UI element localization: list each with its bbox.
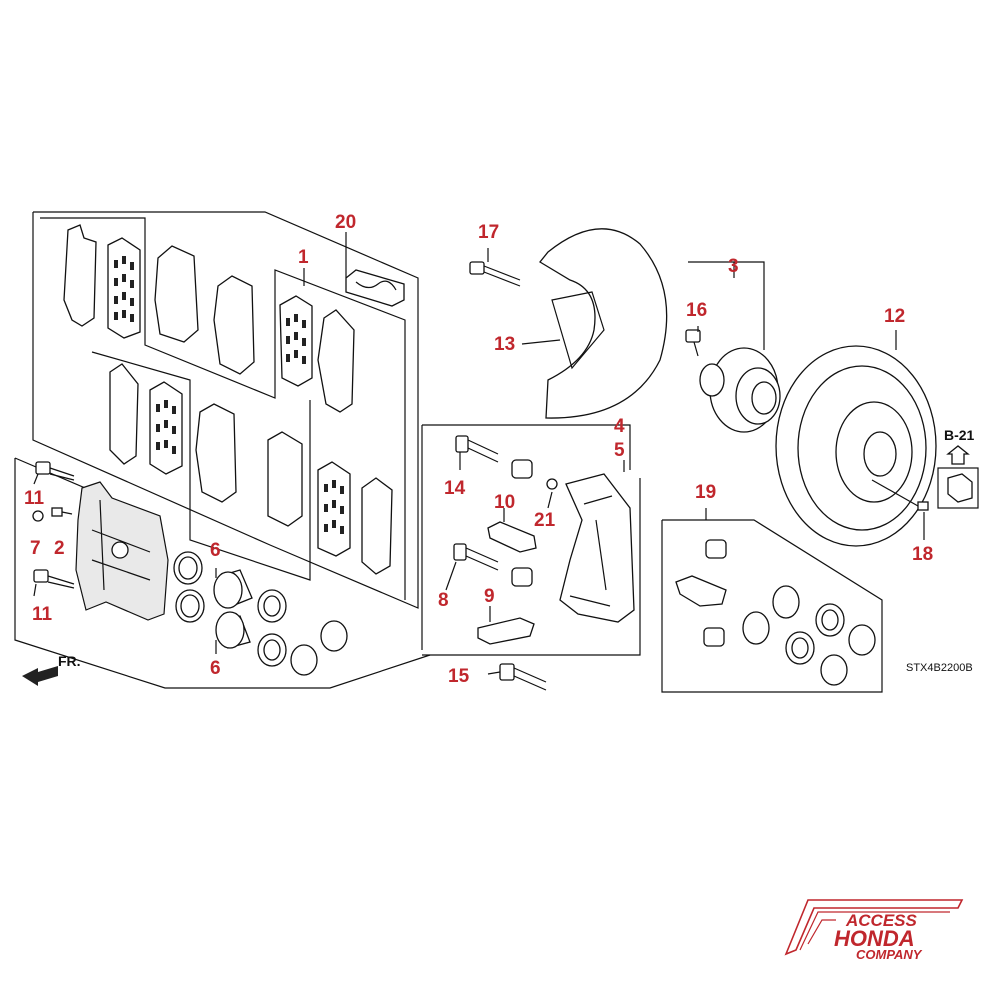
pad-spring-10 [487, 521, 537, 553]
callout-1: 1 [298, 247, 309, 268]
lug-nut-reference [937, 445, 979, 509]
callout-17: 17 [478, 222, 499, 243]
pistons-and-seals [173, 551, 348, 676]
caliper-bolt-upper [35, 461, 75, 481]
caliper-bracket [559, 473, 635, 623]
logo-line-honda: HONDA [834, 926, 915, 951]
callout-2: 2 [54, 538, 65, 559]
rotor-screw-18 [871, 479, 929, 511]
callout-14: 14 [444, 478, 466, 499]
caliper-bolt-lower [33, 569, 75, 589]
logo-line-company: COMPANY [856, 947, 923, 962]
hub-bolt-16 [685, 329, 701, 357]
shield-bolt-17 [469, 261, 521, 287]
front-label: FR. [58, 653, 81, 669]
pin-boots [511, 459, 533, 587]
callout-10: 10 [494, 492, 515, 513]
seal-kit-outline [661, 519, 883, 693]
callout-15: 15 [448, 666, 470, 687]
guide-pin-lower [453, 543, 499, 571]
pad-spring-9 [477, 617, 535, 645]
callout-6-upper: 6 [210, 540, 221, 561]
callout-21: 21 [534, 510, 556, 531]
bleeder-screw [51, 507, 73, 517]
callout-4: 4 [614, 416, 625, 437]
reference-label: B-21 [944, 427, 975, 443]
callout-20: 20 [335, 212, 356, 233]
logo-line-access: ACCESS [845, 911, 918, 930]
brake-pads-group [63, 224, 405, 575]
bracket-bolt-15 [499, 663, 547, 691]
brake-rotor [775, 345, 937, 547]
bracket-outline [421, 424, 641, 656]
callout-leaders [33, 232, 925, 675]
guide-pin-upper [455, 435, 499, 463]
callout-19: 19 [695, 482, 716, 503]
callout-18: 18 [912, 544, 933, 565]
seal-kit-parts [675, 539, 876, 686]
callout-12: 12 [884, 306, 905, 327]
drawing-code: STX4B2200B [906, 662, 973, 674]
bushing-21 [546, 478, 558, 490]
callout-9: 9 [484, 586, 495, 607]
callout-13: 13 [494, 334, 515, 355]
splash-shield [539, 228, 668, 419]
wheel-hub [699, 347, 781, 433]
callout-5: 5 [614, 440, 625, 461]
callout-7: 7 [30, 538, 41, 559]
access-honda-logo: ACCESS HONDA COMPANY [784, 899, 964, 962]
callout-11-lower: 11 [32, 604, 53, 625]
caliper-body [75, 481, 169, 621]
pad-set-outline [32, 211, 419, 609]
front-arrow-icon [22, 666, 58, 686]
callout-11-upper: 11 [24, 488, 45, 509]
callout-8: 8 [438, 590, 449, 611]
callout-3: 3 [728, 256, 739, 277]
bleeder-cap [32, 510, 44, 522]
callout-16: 16 [686, 300, 707, 321]
callout-6-lower: 6 [210, 658, 221, 679]
